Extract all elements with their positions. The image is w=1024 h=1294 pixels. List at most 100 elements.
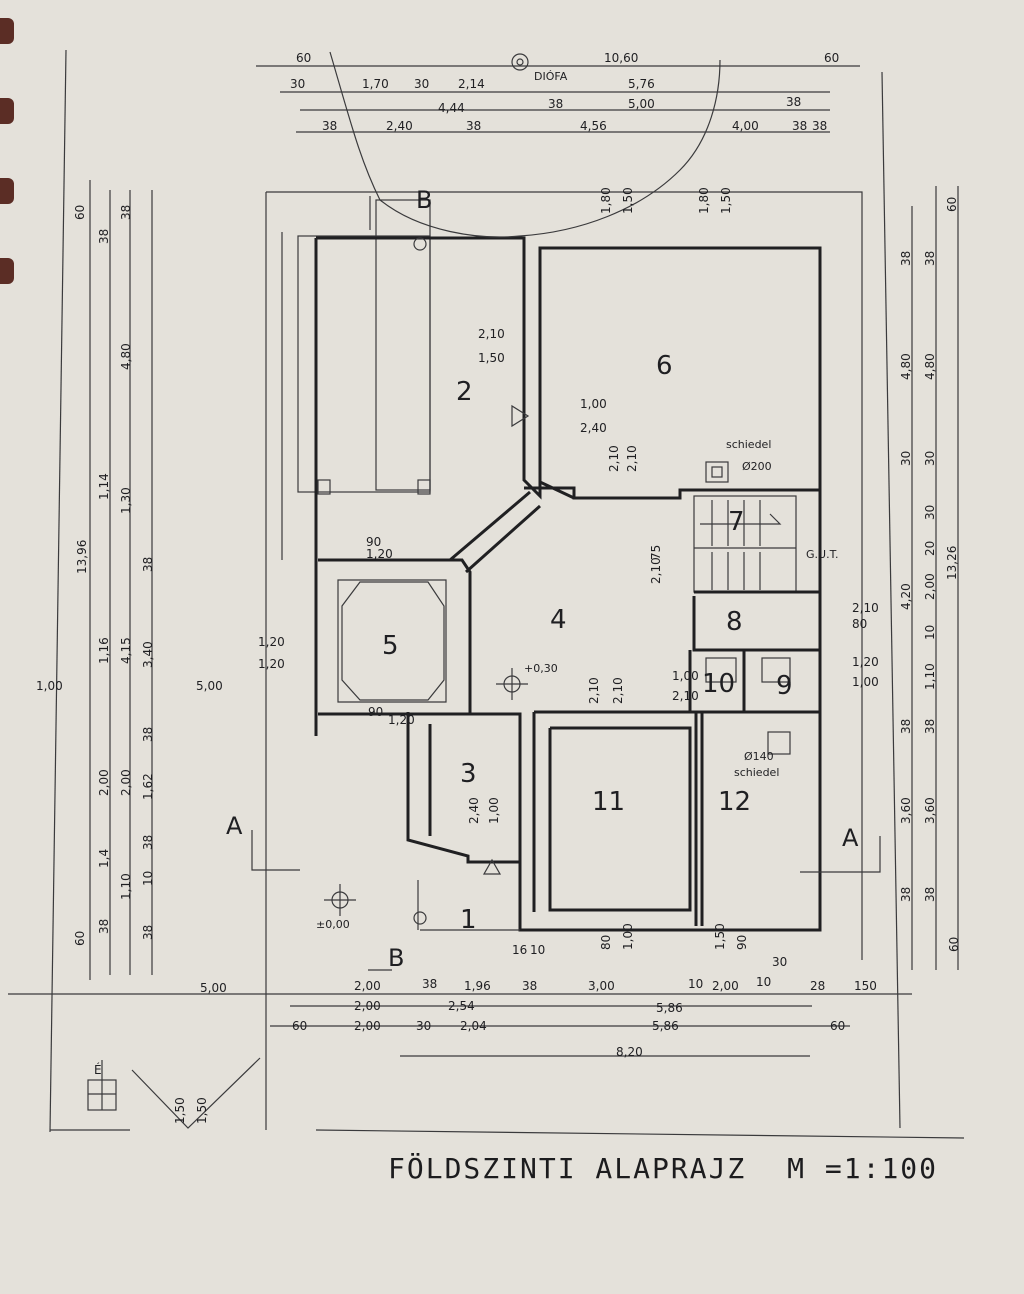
dim-label: 2,10 [852, 601, 879, 615]
room-numbers: 1 2 3 4 5 6 7 8 9 10 11 12 [382, 351, 793, 935]
dim-label: 1,50 [621, 187, 635, 214]
wall [316, 236, 822, 500]
dim-label: 1,4 [97, 849, 111, 868]
wall [406, 712, 520, 864]
column [417, 479, 431, 495]
dim-label: 2,10 [478, 327, 505, 341]
north-symbol-icon [131, 1057, 261, 1129]
dim-label: 4,80 [923, 353, 937, 380]
section-label-a-left: A [226, 812, 243, 840]
binder-ring [0, 258, 14, 284]
plot-boundary-right [881, 71, 901, 1129]
plot-boundary-left [49, 49, 67, 1133]
dim-label: 38 [923, 887, 937, 902]
section-label-b-top: B [416, 186, 432, 214]
dim-label: 2,40 [580, 421, 607, 435]
dim-label: 2,00 [119, 769, 133, 796]
north-label: É [94, 1062, 102, 1077]
entrance-arrow [482, 858, 502, 875]
dim-label: 2,00 [354, 1019, 381, 1033]
dim-label: 20 [923, 541, 937, 556]
column [413, 237, 427, 251]
dim-label: 1,80 [599, 187, 613, 214]
dim-label: 16 [512, 943, 527, 957]
room-number-6: 6 [656, 351, 673, 381]
dim-label: 38 [119, 205, 133, 220]
dim-label: 1,20 [366, 547, 393, 561]
dim-label: 60 [296, 51, 311, 65]
dimensions-bottom: 2,00 38 1,96 16 10 38 3,00 10 2,00 10 30… [200, 943, 877, 1059]
chimney-bottom-diameter: Ø140 [744, 750, 774, 763]
dim-label: 10 [141, 871, 155, 886]
dim-label: 60 [73, 205, 87, 220]
dim-label: 3,60 [899, 797, 913, 824]
room-number-1: 1 [460, 905, 477, 935]
dim-label: 2,00 [712, 979, 739, 993]
dim-label: 30 [414, 77, 429, 91]
room-5-outline [337, 579, 447, 703]
dim-label: 30 [923, 451, 937, 466]
staircase [693, 495, 797, 593]
dim-label: 38 [548, 97, 563, 111]
dim-label: 1,16 [97, 637, 111, 664]
drawing-title: FÖLDSZINTI ALAPRAJZ M =1:100 [388, 1152, 960, 1185]
dim-label: 60 [830, 1019, 845, 1033]
dim-label: 60 [292, 1019, 307, 1033]
dim-label: 38 [466, 119, 481, 133]
chimney-top-label: schiedel [726, 438, 771, 451]
dim-label: 38 [141, 835, 155, 850]
dim-label: 2,00 [354, 999, 381, 1013]
dim-label: 5,00 [196, 679, 223, 693]
section-a-right [800, 836, 881, 873]
wall [534, 710, 698, 926]
dim-label: 1,00 [36, 679, 63, 693]
dim-label: 10 [530, 943, 545, 957]
dim-label: 90 [735, 935, 749, 950]
wall [318, 558, 472, 716]
dim-label: 38 [322, 119, 337, 133]
section-a-left [251, 830, 300, 871]
dim-label: 38 [899, 719, 913, 734]
dim-label: 2,10 [672, 689, 699, 703]
binder-ring [0, 178, 14, 204]
dim-label: 13,96 [75, 540, 89, 574]
dim-label: 2,10 [625, 445, 639, 472]
dim-label: 38 [899, 251, 913, 266]
dim-label: 1,50 [478, 351, 505, 365]
dim-label: 38 [97, 229, 111, 244]
dim-label: 90 [368, 705, 383, 719]
dim-label: 38 [923, 251, 937, 266]
chimney-flue [711, 466, 723, 478]
dim-label: 2,10 [649, 557, 663, 584]
door-arrow [511, 404, 530, 428]
dim-label: 38 [899, 887, 913, 902]
dim-label: 1,50 [195, 1097, 209, 1124]
wall [468, 712, 522, 860]
column [413, 911, 427, 925]
dim-label: 2,10 [611, 677, 625, 704]
dim-label: 1,30 [119, 487, 133, 514]
dim-label: 10 [756, 975, 771, 989]
dim-label: 5,86 [652, 1019, 679, 1033]
drawing-title-main: FÖLDSZINTI ALAPRAJZ [388, 1152, 747, 1185]
dim-label: 2,14 [458, 77, 485, 91]
dim-label: 60 [945, 197, 959, 212]
dim-label: 1,96 [464, 979, 491, 993]
room-number-4: 4 [550, 605, 567, 635]
dim-label: 150 [854, 979, 877, 993]
chimney-top-diameter: Ø200 [742, 460, 772, 473]
dim-label: 75 [649, 545, 663, 560]
dim-label: 1,10 [923, 663, 937, 690]
room-number-12: 12 [718, 787, 751, 817]
terrace-outline [266, 191, 863, 960]
tree-canopy-outline [329, 51, 721, 238]
dim-label: 38 [422, 977, 437, 991]
dim-label: 1,50 [719, 187, 733, 214]
dim-label: 5,00 [628, 97, 655, 111]
section-label-b-bottom: B [388, 944, 404, 972]
level-upper-label: +0,30 [524, 662, 558, 675]
room-number-10: 10 [702, 669, 735, 699]
dim-label: 38 [141, 557, 155, 572]
dim-label: 2,04 [460, 1019, 487, 1033]
